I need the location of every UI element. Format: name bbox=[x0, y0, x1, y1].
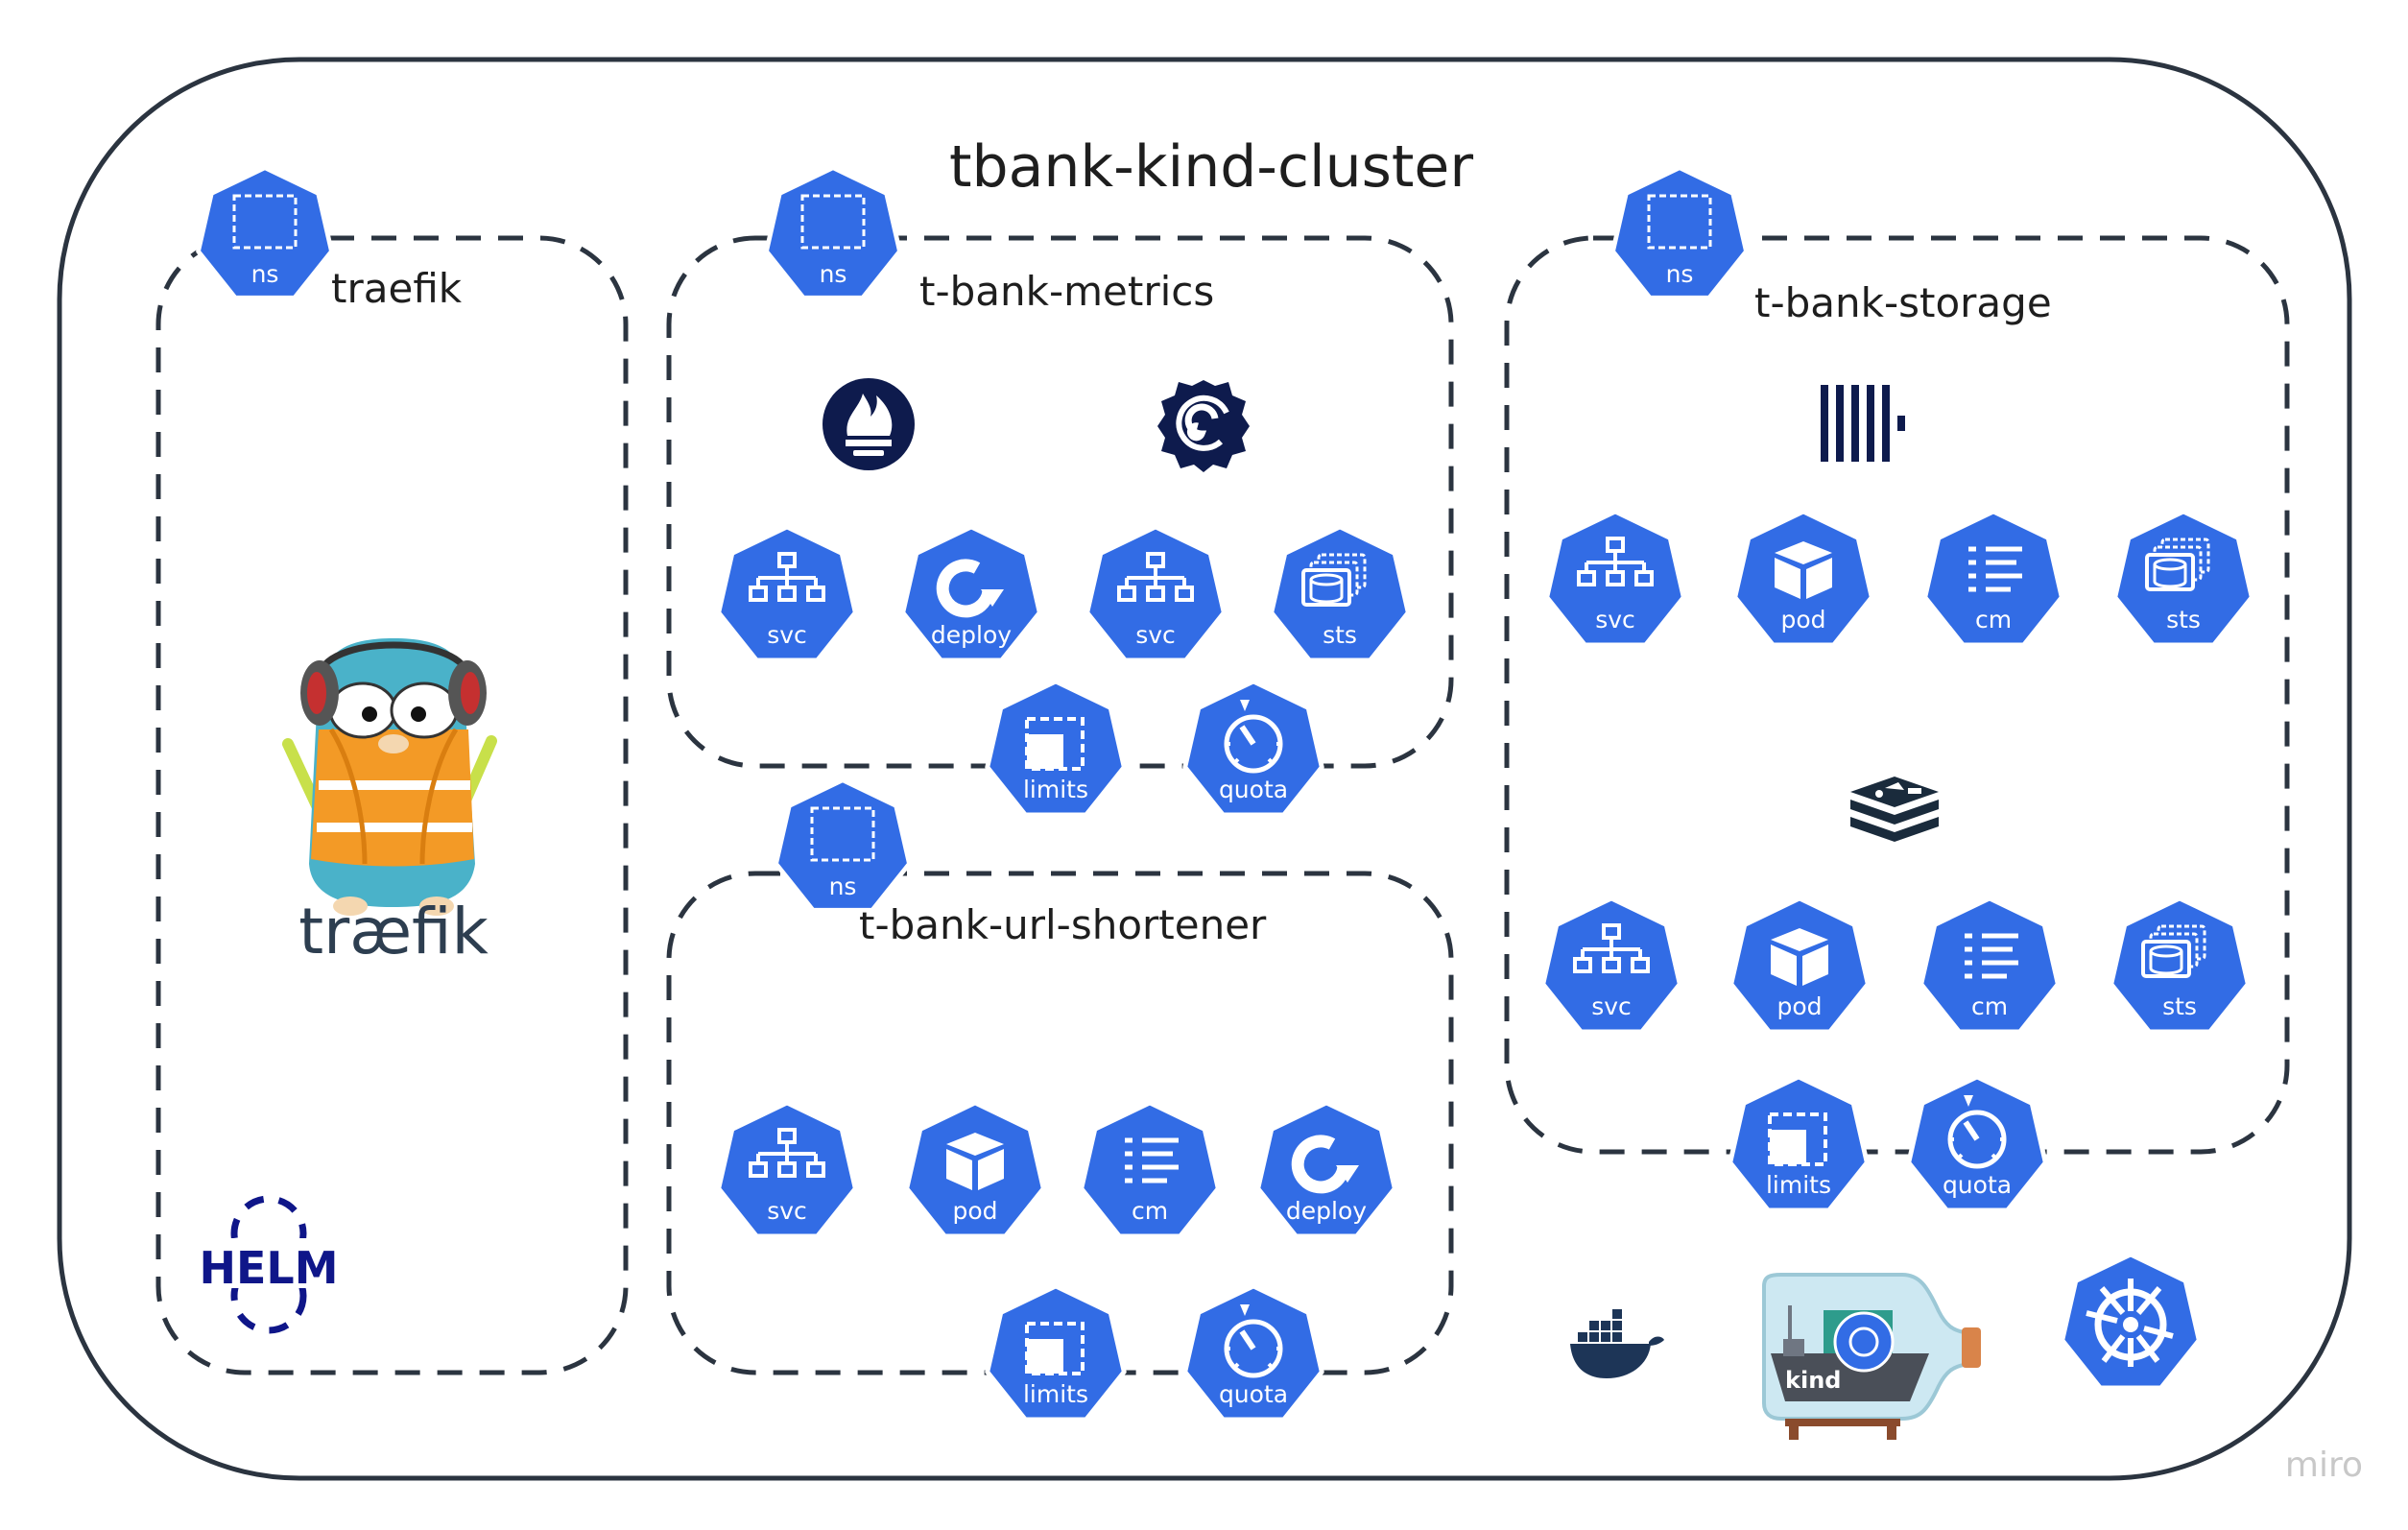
svg-text:ns: ns bbox=[829, 873, 857, 900]
grafana-icon bbox=[1157, 380, 1250, 472]
svc-label: svc bbox=[767, 621, 807, 649]
storage-a-svc-icon: svc bbox=[1547, 512, 1684, 645]
storage-limits-quota-icon: quota bbox=[1909, 1077, 2046, 1210]
metrics-sts-icon: sts bbox=[1272, 527, 1409, 660]
prometheus-icon bbox=[823, 378, 915, 470]
storage-limits-limits-icon: limits bbox=[1730, 1077, 1868, 1210]
cm-label: cm bbox=[1975, 606, 2012, 634]
ns-shortener-icon: ns bbox=[776, 780, 910, 910]
traefik-logo-text: træfik bbox=[298, 895, 489, 968]
kind-icon: kind bbox=[1762, 1273, 1981, 1440]
docker-icon bbox=[1570, 1309, 1664, 1378]
deploy-label: deploy bbox=[931, 621, 1012, 649]
traefik-gopher-icon bbox=[282, 638, 497, 916]
helm-logo-text: HELM bbox=[199, 1242, 338, 1294]
storage-b-pod-icon: pod bbox=[1731, 898, 1869, 1032]
storage-a-pod-icon: pod bbox=[1735, 512, 1872, 645]
metrics-svc-icon: svc bbox=[719, 527, 856, 660]
ns-traefik-label: traefik bbox=[331, 265, 463, 312]
svg-text:ns: ns bbox=[1666, 260, 1694, 288]
helm-icon: HELM bbox=[192, 1195, 346, 1334]
storage-b-cm-icon: cm bbox=[1921, 898, 2059, 1032]
storage-b-sts-icon: sts bbox=[2111, 898, 2249, 1032]
ns-storage-box bbox=[1504, 235, 2290, 1155]
ns-shortener-box bbox=[666, 871, 1454, 1375]
limits-label: limits bbox=[1023, 776, 1088, 803]
ns-metrics-icon: ns bbox=[767, 168, 900, 298]
svg-text:ns: ns bbox=[251, 260, 279, 288]
redis-icon bbox=[1850, 777, 1939, 842]
ns-shortener-label: t-bank-url-shortener bbox=[859, 901, 1267, 948]
pod-label: pod bbox=[1776, 992, 1822, 1020]
quota-label: quota bbox=[1219, 776, 1288, 803]
cm-label: cm bbox=[1132, 1197, 1168, 1225]
ns-storage-label: t-bank-storage bbox=[1754, 279, 2052, 326]
pod-label: pod bbox=[952, 1197, 997, 1225]
shortener-limits-quota-icon: quota bbox=[1185, 1286, 1323, 1420]
deploy-label: deploy bbox=[1286, 1197, 1367, 1225]
svc-label: svc bbox=[1135, 621, 1176, 649]
quota-label: quota bbox=[1219, 1380, 1288, 1408]
pod-label: pod bbox=[1780, 606, 1825, 634]
cluster-title: tbank-kind-cluster bbox=[949, 133, 1473, 201]
shortener-deploy-icon: deploy bbox=[1258, 1103, 1395, 1236]
svg-text:ns: ns bbox=[820, 260, 847, 288]
shortener-cm-icon: cm bbox=[1082, 1103, 1219, 1236]
ns-storage-icon: ns bbox=[1613, 168, 1747, 298]
metrics-deploy-icon: deploy bbox=[903, 527, 1040, 660]
quota-label: quota bbox=[1943, 1171, 2012, 1199]
metrics-limits-quota-icon: quota bbox=[1185, 681, 1323, 815]
resource-icons: svc deploy svc sts limits quota svc pod cm deploy… bbox=[719, 512, 2253, 1420]
kind-label: kind bbox=[1785, 1367, 1841, 1394]
cm-label: cm bbox=[1971, 992, 2008, 1020]
sts-label: sts bbox=[2166, 606, 2201, 634]
ns-metrics-label: t-bank-metrics bbox=[919, 268, 1214, 315]
svc-label: svc bbox=[1591, 992, 1632, 1020]
storage-a-cm-icon: cm bbox=[1925, 512, 2062, 645]
metrics-svc-icon: svc bbox=[1087, 527, 1225, 660]
svc-label: svc bbox=[767, 1197, 807, 1225]
miro-watermark: miro bbox=[2285, 1446, 2363, 1485]
sts-label: sts bbox=[2162, 992, 2197, 1020]
metrics-limits-limits-icon: limits bbox=[988, 681, 1125, 815]
shortener-limits-limits-icon: limits bbox=[988, 1286, 1125, 1420]
limits-label: limits bbox=[1766, 1171, 1831, 1199]
storage-a-sts-icon: sts bbox=[2115, 512, 2253, 645]
clickhouse-icon bbox=[1821, 385, 1905, 462]
shortener-pod-icon: pod bbox=[907, 1103, 1044, 1236]
svc-label: svc bbox=[1595, 606, 1635, 634]
ns-traefik-icon: ns bbox=[199, 168, 332, 298]
storage-b-svc-icon: svc bbox=[1543, 898, 1681, 1032]
limits-label: limits bbox=[1023, 1380, 1088, 1408]
kubernetes-icon bbox=[2062, 1255, 2200, 1388]
shortener-svc-icon: svc bbox=[719, 1103, 856, 1236]
ns-traefik-box bbox=[155, 235, 629, 1375]
sts-label: sts bbox=[1323, 621, 1357, 649]
